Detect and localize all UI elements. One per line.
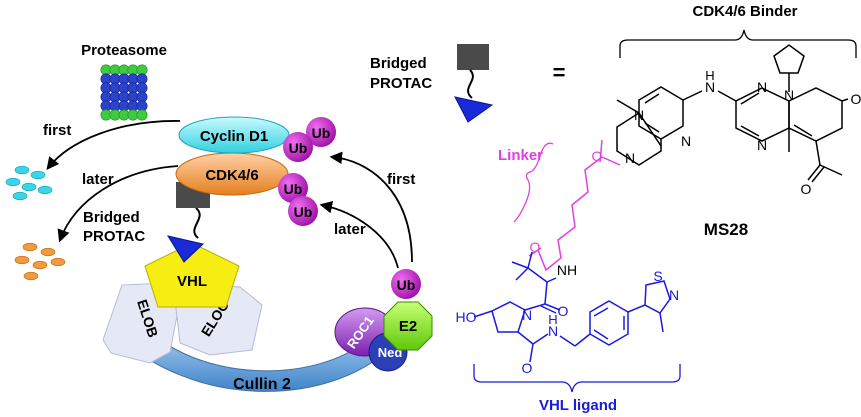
equals-sign: = <box>553 60 566 85</box>
bridged-protac-icon <box>454 44 494 123</box>
arrow-ub-first <box>329 151 413 263</box>
e2-label: E2 <box>399 318 417 335</box>
svg-text:HO: HO <box>456 309 477 325</box>
svg-text:H: H <box>705 68 714 83</box>
proteasome-icon <box>100 64 148 121</box>
cullin2-label: Cullin 2 <box>233 376 291 393</box>
svg-text:O: O <box>592 148 603 164</box>
vhl-label: VHL <box>177 273 207 290</box>
svg-text:S: S <box>653 268 662 284</box>
bound-bridged-protac-icon <box>166 182 210 263</box>
cdk-peptide-fragments-icon <box>14 242 66 281</box>
first-right-label: first <box>387 171 415 188</box>
ubiquitin-chain-cdk: Ub Ub <box>278 173 318 226</box>
first-left-label: first <box>43 122 71 139</box>
svg-text:Ub: Ub <box>289 140 308 156</box>
later-right-label: later <box>334 221 366 238</box>
bridged-protac-left-label-2: PROTAC <box>83 228 145 245</box>
vhl-ligand-label: VHL ligand <box>539 397 617 414</box>
cyclin-d1-label: Cyclin D1 <box>200 128 268 145</box>
svg-text:N: N <box>669 287 679 303</box>
svg-text:Ub: Ub <box>284 181 303 197</box>
arrow-ub-later <box>319 200 399 269</box>
vhl-ligand-atoms: O N HO O N H S N <box>456 268 680 376</box>
svg-text:H: H <box>548 312 557 327</box>
linker-label: Linker <box>498 147 543 164</box>
svg-text:N: N <box>634 107 644 123</box>
binder-label: CDK4/6 Binder <box>692 3 797 20</box>
bridged-protac-left-label-1: Bridged <box>83 209 140 226</box>
bridged-protac-top-label-2: PROTAC <box>370 75 432 92</box>
svg-text:N: N <box>548 323 558 339</box>
proteasome-label: Proteasome <box>81 42 167 59</box>
ubiquitin-on-e2: Ub <box>391 269 421 299</box>
vhl-ligand-brace <box>473 364 681 393</box>
cdk46-binder-structure <box>616 44 849 183</box>
vhl-protein <box>144 242 240 308</box>
bridged-protac-top-label-1: Bridged <box>370 55 427 72</box>
compound-name-label: MS28 <box>704 220 748 239</box>
arrow-degrade-first <box>46 120 181 170</box>
svg-text:N: N <box>625 150 635 166</box>
linker-atoms: O O <box>530 148 603 255</box>
e2-enzyme <box>383 301 433 351</box>
svg-text:N: N <box>681 133 691 149</box>
svg-text:N: N <box>522 307 532 323</box>
svg-text:O: O <box>801 181 812 197</box>
binder-brace <box>619 29 857 58</box>
vhl-ligand-structure <box>473 251 671 363</box>
svg-text:N: N <box>784 87 794 103</box>
cdk46-label: CDK4/6 <box>205 167 258 184</box>
svg-text:Ub: Ub <box>312 125 331 141</box>
amide-nh-atom: NH <box>557 262 577 278</box>
svg-text:O: O <box>558 303 569 319</box>
later-left-label: later <box>82 171 114 188</box>
svg-text:Ub: Ub <box>294 204 313 220</box>
cdk46-binder-atoms: N N N N H O O N N N <box>625 68 861 197</box>
ubiquitin-chain-cyclin: Ub Ub <box>283 117 336 162</box>
svg-text:O: O <box>851 91 861 107</box>
svg-text:N: N <box>757 137 767 153</box>
svg-text:O: O <box>522 360 533 376</box>
svg-text:Ub: Ub <box>397 277 416 293</box>
svg-text:O: O <box>530 239 541 255</box>
linker-brace <box>513 142 554 223</box>
svg-text:N: N <box>705 79 715 95</box>
cyclin-peptide-fragments-icon <box>5 165 53 201</box>
svg-text:N: N <box>757 79 767 95</box>
arrow-degrade-later <box>57 165 179 243</box>
